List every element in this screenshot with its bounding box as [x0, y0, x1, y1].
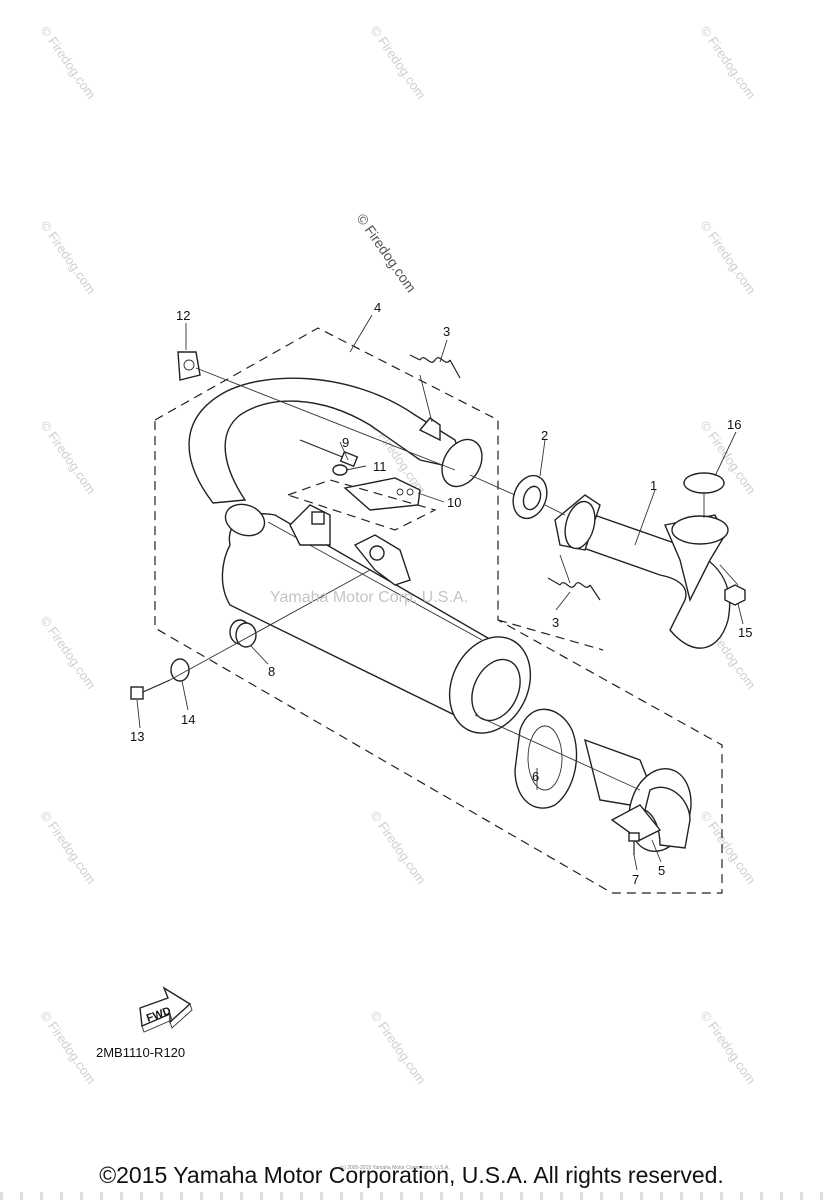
watermark: © Firedog.com — [38, 23, 99, 102]
exhaust-pipe-1 — [554, 494, 731, 649]
damper-8 — [229, 619, 257, 648]
fwd-arrow-icon: FWD — [139, 986, 193, 1033]
bracket-10 — [286, 477, 437, 531]
watermark: © Firedog.com — [38, 218, 99, 297]
washer-11 — [332, 464, 348, 476]
callout-4: 4 — [374, 300, 381, 315]
nut-15 — [724, 584, 746, 606]
callout-11: 11 — [373, 459, 387, 474]
bolt-9 — [299, 439, 359, 468]
watermark: © Firedog.com — [698, 23, 759, 102]
spring-3-bottom — [547, 577, 601, 601]
diagram-code: 2MB1110-R120 — [96, 1045, 185, 1060]
bottom-strip — [0, 1192, 823, 1200]
watermark: © Firedog.com — [38, 1008, 99, 1087]
callout-8: 8 — [268, 664, 275, 679]
callout-5: 5 — [658, 863, 665, 878]
bolt-13 — [130, 679, 171, 700]
assembly-boundary — [154, 327, 723, 894]
assembly-boundary-inner — [497, 619, 604, 651]
watermark-dark: © Firedog.com — [354, 211, 420, 296]
callout-2: 2 — [541, 428, 548, 443]
spring-3-top — [409, 354, 461, 442]
muffler-inlet-pipe — [188, 377, 483, 537]
callout-12: 12 — [176, 308, 190, 323]
copyright-text: ©2015 Yamaha Motor Corporation, U.S.A. A… — [99, 1162, 724, 1188]
gasket-6 — [514, 708, 578, 809]
center-watermark: Yamaha Motor Corp, U.S.A. — [270, 589, 468, 606]
callout-3-bottom: 3 — [552, 615, 559, 630]
callout-16: 16 — [727, 417, 741, 432]
watermark: © Firedog.com — [38, 613, 99, 692]
watermark: © Firedog.com — [368, 808, 429, 887]
watermark: © Firedog.com — [698, 808, 759, 887]
callout-6: 6 — [532, 769, 539, 784]
assembly-guide-lines — [169, 367, 739, 791]
watermark: © Firedog.com — [368, 1008, 429, 1087]
watermark: © Firedog.com — [38, 418, 99, 497]
gasket-16 — [683, 472, 725, 494]
bolt-7 — [628, 832, 640, 855]
watermark: © Firedog.com — [698, 218, 759, 297]
tail-pipe-5 — [584, 738, 692, 853]
callout-10: 10 — [447, 495, 461, 510]
callout-15: 15 — [738, 625, 752, 640]
watermark: © Firedog.com — [698, 1008, 759, 1087]
callout-13: 13 — [130, 729, 144, 744]
callout-14: 14 — [181, 712, 195, 727]
callouts: 1 2 3 3 4 5 6 7 8 9 10 11 12 13 14 15 16 — [130, 300, 752, 887]
callout-9: 9 — [342, 435, 349, 450]
callout-3-top: 3 — [443, 324, 450, 339]
watermark: © Firedog.com — [368, 23, 429, 102]
callout-1: 1 — [650, 478, 657, 493]
watermark: © Firedog.com — [38, 808, 99, 887]
tiny-footer-text: (c) 2005-2015 Yamaha Motor Corporation, … — [340, 1165, 450, 1171]
gasket-2 — [512, 474, 548, 520]
damper-12 — [177, 351, 201, 381]
callout-7: 7 — [632, 872, 639, 887]
leader-lines — [136, 314, 744, 871]
muffler-bracket — [289, 504, 411, 586]
muffler — [221, 513, 532, 734]
